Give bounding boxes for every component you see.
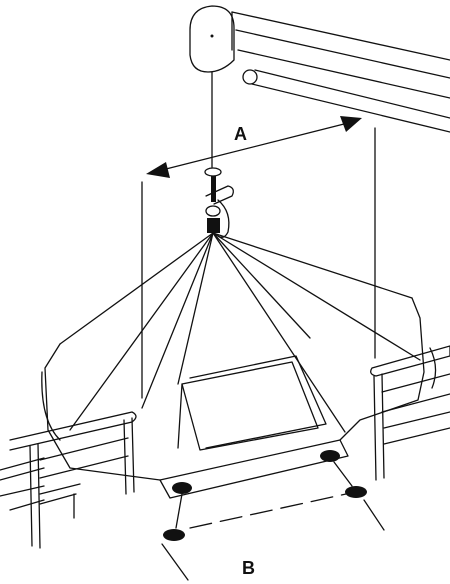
chair-left <box>0 411 137 549</box>
lift-foot-rear-left <box>172 482 192 494</box>
lift-foot-rear-right <box>320 450 340 462</box>
dimension-a: A <box>141 116 376 399</box>
boom-pivot <box>242 69 258 85</box>
motor-housing <box>189 5 235 73</box>
lift-boom <box>231 11 450 133</box>
sling-fabric <box>41 297 437 499</box>
sling-hook <box>204 167 234 238</box>
label-b: B <box>242 558 255 578</box>
dimension-b: B <box>161 450 385 581</box>
sling-straps <box>59 232 421 433</box>
arrowhead-right <box>340 116 362 132</box>
sling-opening <box>177 355 327 451</box>
chair-right <box>370 345 450 481</box>
lift-foot-front-left <box>163 529 185 541</box>
arrowhead-left <box>146 162 170 178</box>
label-a: A <box>234 124 247 144</box>
lift-foot-front-right <box>345 486 367 498</box>
